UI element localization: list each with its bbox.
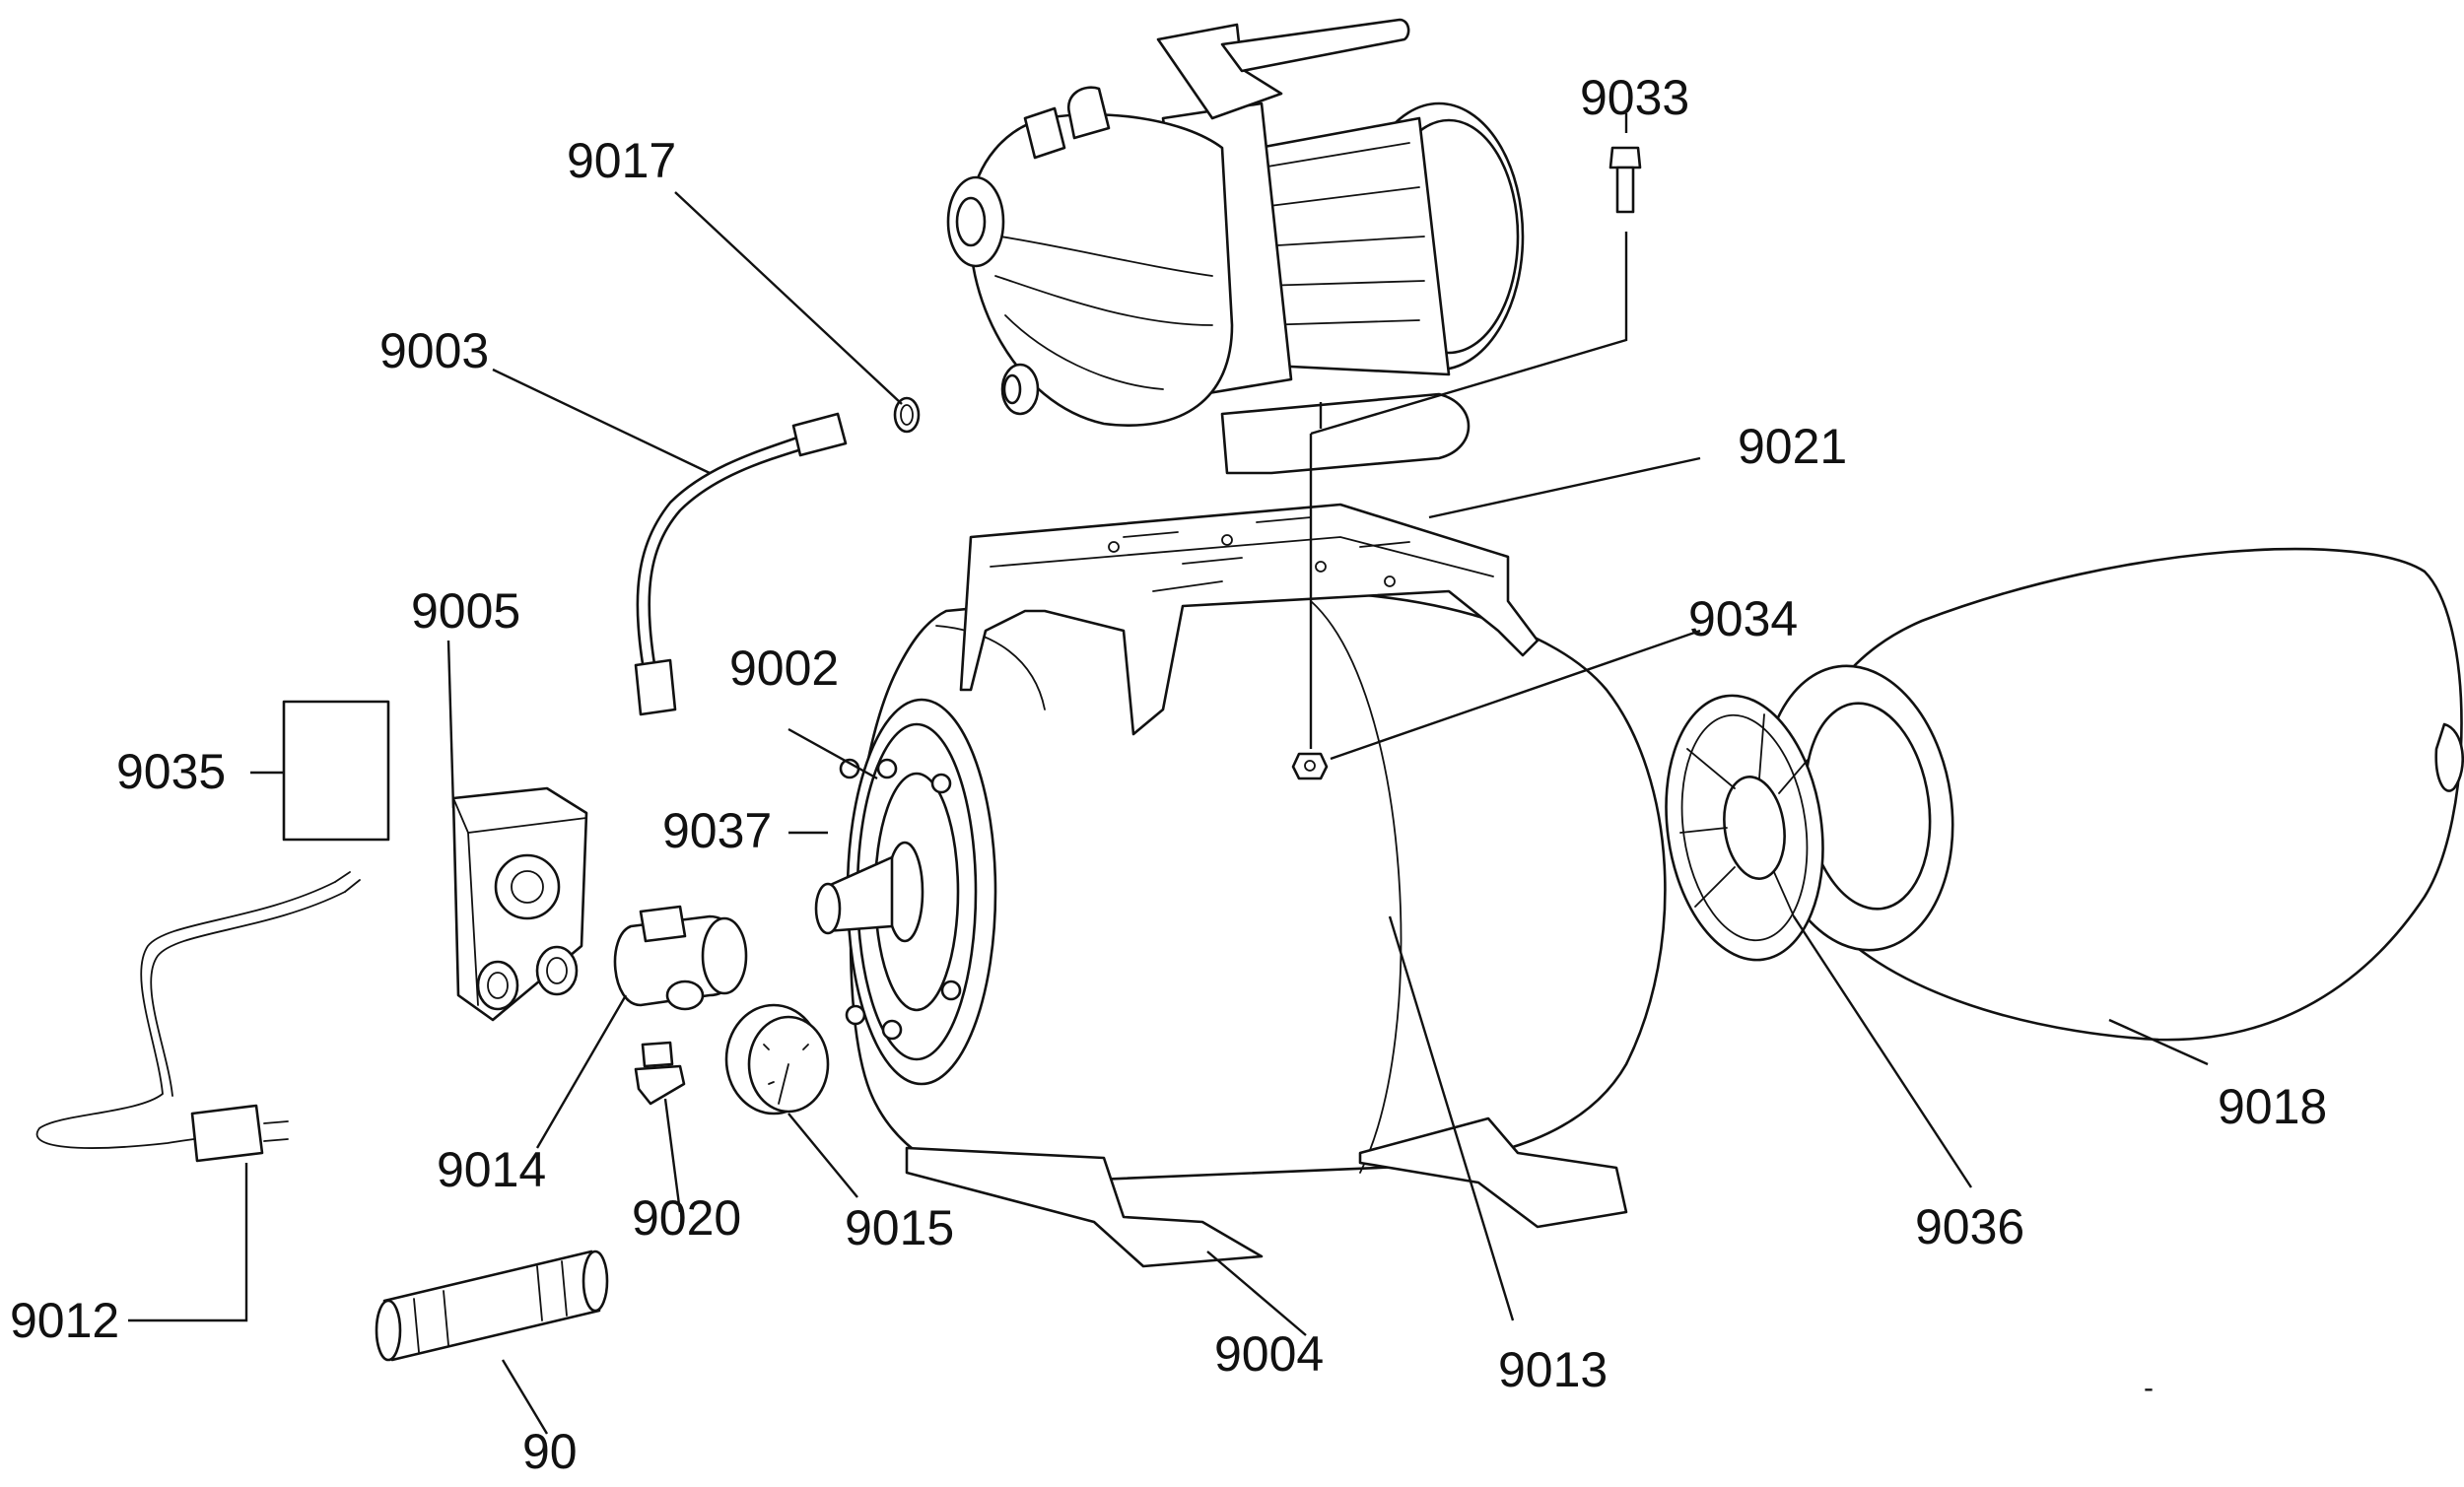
drain-plug [634, 1041, 686, 1106]
label-9013: 9013 [1498, 1342, 1608, 1397]
pressure-switch [451, 786, 588, 1022]
label-9036: 9036 [1915, 1199, 2024, 1254]
part-labels: 9033 9017 9003 9021 9005 9034 9002 9035 … [10, 70, 2327, 1479]
label-9034: 9034 [1688, 591, 1798, 646]
pressure-tank [814, 589, 1667, 1184]
label-9018: 9018 [2218, 1079, 2327, 1134]
connection-hose [634, 412, 848, 716]
footer-mark: - [2144, 1372, 2154, 1404]
label-9004: 9004 [1214, 1326, 1324, 1382]
leader-lines [128, 113, 2209, 1435]
label-90: 90 [522, 1424, 578, 1479]
power-cable [35, 871, 361, 1163]
label-9002: 9002 [729, 641, 839, 696]
pressure-gauge [724, 1003, 830, 1115]
label-9012: 9012 [10, 1293, 119, 1348]
label-9005: 9005 [411, 583, 520, 639]
flange-ring [1665, 664, 1954, 962]
label-9037: 9037 [662, 803, 772, 858]
pump-unit [946, 18, 1525, 475]
hose-connector [375, 1250, 609, 1362]
five-way-fitting [613, 905, 748, 1011]
label-9021: 9021 [1738, 419, 1847, 474]
label-9017: 9017 [567, 133, 676, 188]
label-9033: 9033 [1580, 70, 1689, 125]
nut [1291, 752, 1329, 780]
label-9015: 9015 [845, 1200, 954, 1255]
o-ring [893, 396, 921, 434]
bolt [1608, 146, 1642, 214]
label-9035: 9035 [116, 744, 226, 799]
tank-feet [905, 1116, 1628, 1268]
manual-document [282, 700, 390, 842]
label-9020: 9020 [632, 1190, 741, 1246]
label-9014: 9014 [437, 1142, 546, 1197]
pump-platform [959, 503, 1540, 736]
label-9003: 9003 [379, 323, 489, 378]
